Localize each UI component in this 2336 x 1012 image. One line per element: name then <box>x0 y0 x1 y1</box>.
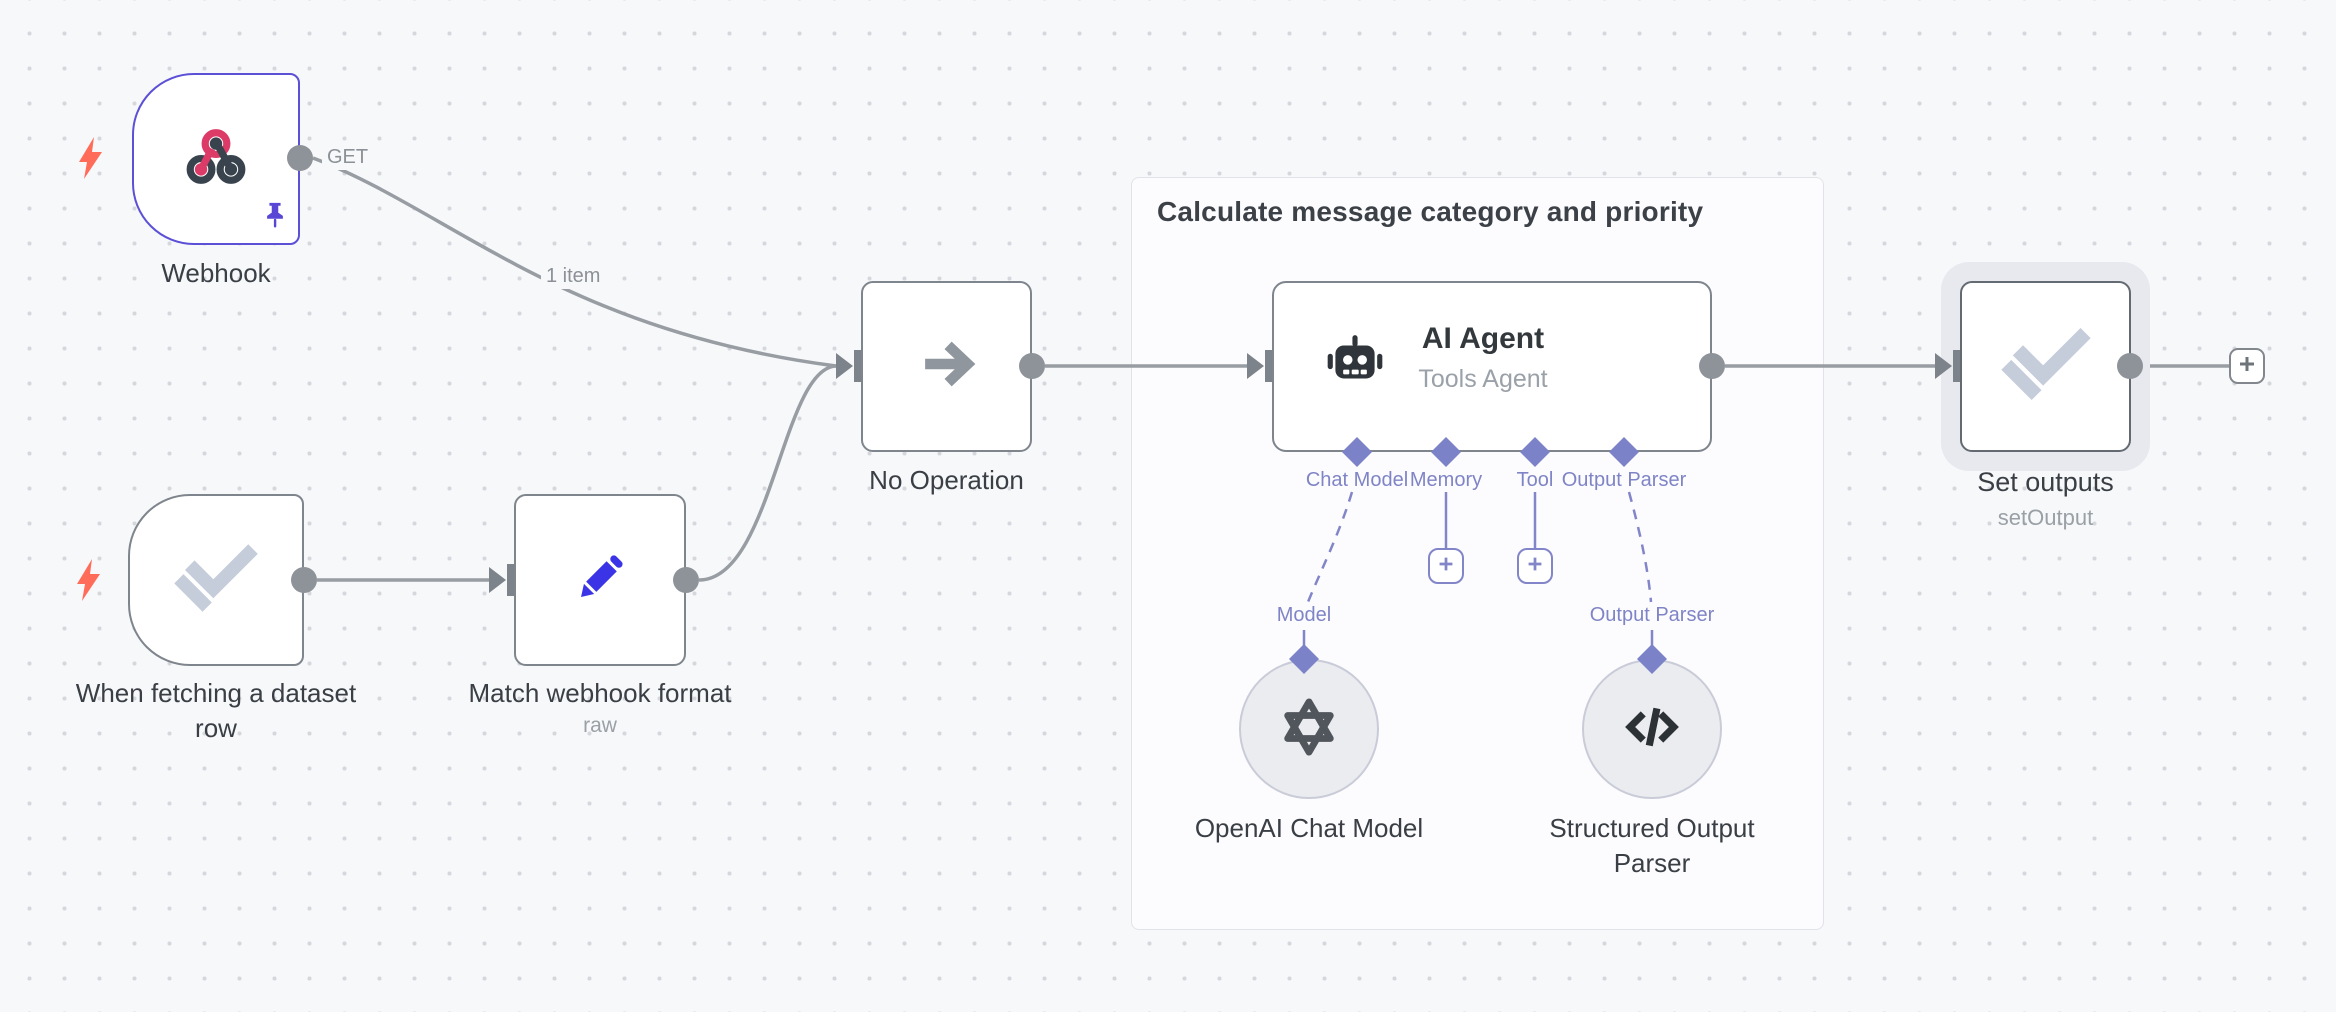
node-label-structured-output-parser: Structured Output Parser <box>1549 813 1755 878</box>
robot-icon <box>1322 331 1388 402</box>
node-label-no-operation: No Operation <box>869 465 1024 495</box>
add-tool-button[interactable] <box>1517 548 1553 584</box>
node-label-set-outputs: Set outputs <box>1977 467 2114 497</box>
webhook-icon <box>183 124 249 195</box>
webhook-method-label: GET <box>322 145 374 170</box>
add-node-button[interactable] <box>2229 348 2265 384</box>
node-label-match-format: Match webhook format <box>468 678 732 708</box>
lightning-bolt-icon <box>74 558 102 607</box>
pencil-icon <box>567 545 633 616</box>
lightning-bolt-icon <box>76 136 104 185</box>
port-label-chat-model: Chat Model <box>1305 469 1409 491</box>
openai-icon <box>1274 692 1344 767</box>
node-ai-agent[interactable] <box>1272 281 1712 452</box>
node-when-fetching-dataset-row[interactable]: When fetching a dataset row <box>76 494 356 743</box>
agent-subtitle: Tools Agent <box>1418 365 1548 393</box>
add-memory-button[interactable] <box>1428 548 1464 584</box>
port-label-memory: Memory <box>1409 469 1483 491</box>
plus-icon <box>1524 553 1546 580</box>
node-label-openai-chat-model: OpenAI Chat Model <box>1194 813 1424 843</box>
subport-label-model: Model <box>1276 604 1332 626</box>
node-label-when-fetching: When fetching a dataset row <box>75 678 357 743</box>
node-openai-chat-model[interactable]: OpenAI Chat Model <box>1195 659 1423 843</box>
group-title: Calculate message category and priority <box>1157 196 1704 227</box>
agent-title: AI Agent <box>1421 322 1545 355</box>
node-sublabel-raw: raw <box>583 714 617 737</box>
double-check-icon <box>2000 318 2097 415</box>
pin-icon <box>262 200 288 235</box>
code-brackets-icon <box>1617 692 1687 767</box>
node-label-webhook: Webhook <box>161 258 271 288</box>
node-no-operation[interactable]: No Operation <box>861 281 1032 495</box>
node-webhook[interactable]: Webhook <box>132 73 300 288</box>
plus-icon <box>1435 553 1457 580</box>
node-set-outputs[interactable]: Set outputs setOutput <box>1960 281 2131 530</box>
plus-icon <box>2235 352 2259 381</box>
agent-title-block: AI Agent Tools Agent <box>1393 322 1573 394</box>
items-count-label: 1 item <box>541 264 606 289</box>
node-match-webhook-format[interactable]: Match webhook format raw <box>468 494 732 737</box>
node-sublabel-setoutput: setOutput <box>1997 505 2094 530</box>
port-label-output-parser: Output Parser <box>1561 469 1687 491</box>
arrow-right-icon <box>912 329 982 404</box>
subport-label-output-parser: Output Parser <box>1589 604 1715 626</box>
double-check-icon <box>173 535 264 626</box>
port-label-tool: Tool <box>1516 469 1554 491</box>
node-structured-output-parser[interactable]: Structured Output Parser <box>1549 659 1755 878</box>
